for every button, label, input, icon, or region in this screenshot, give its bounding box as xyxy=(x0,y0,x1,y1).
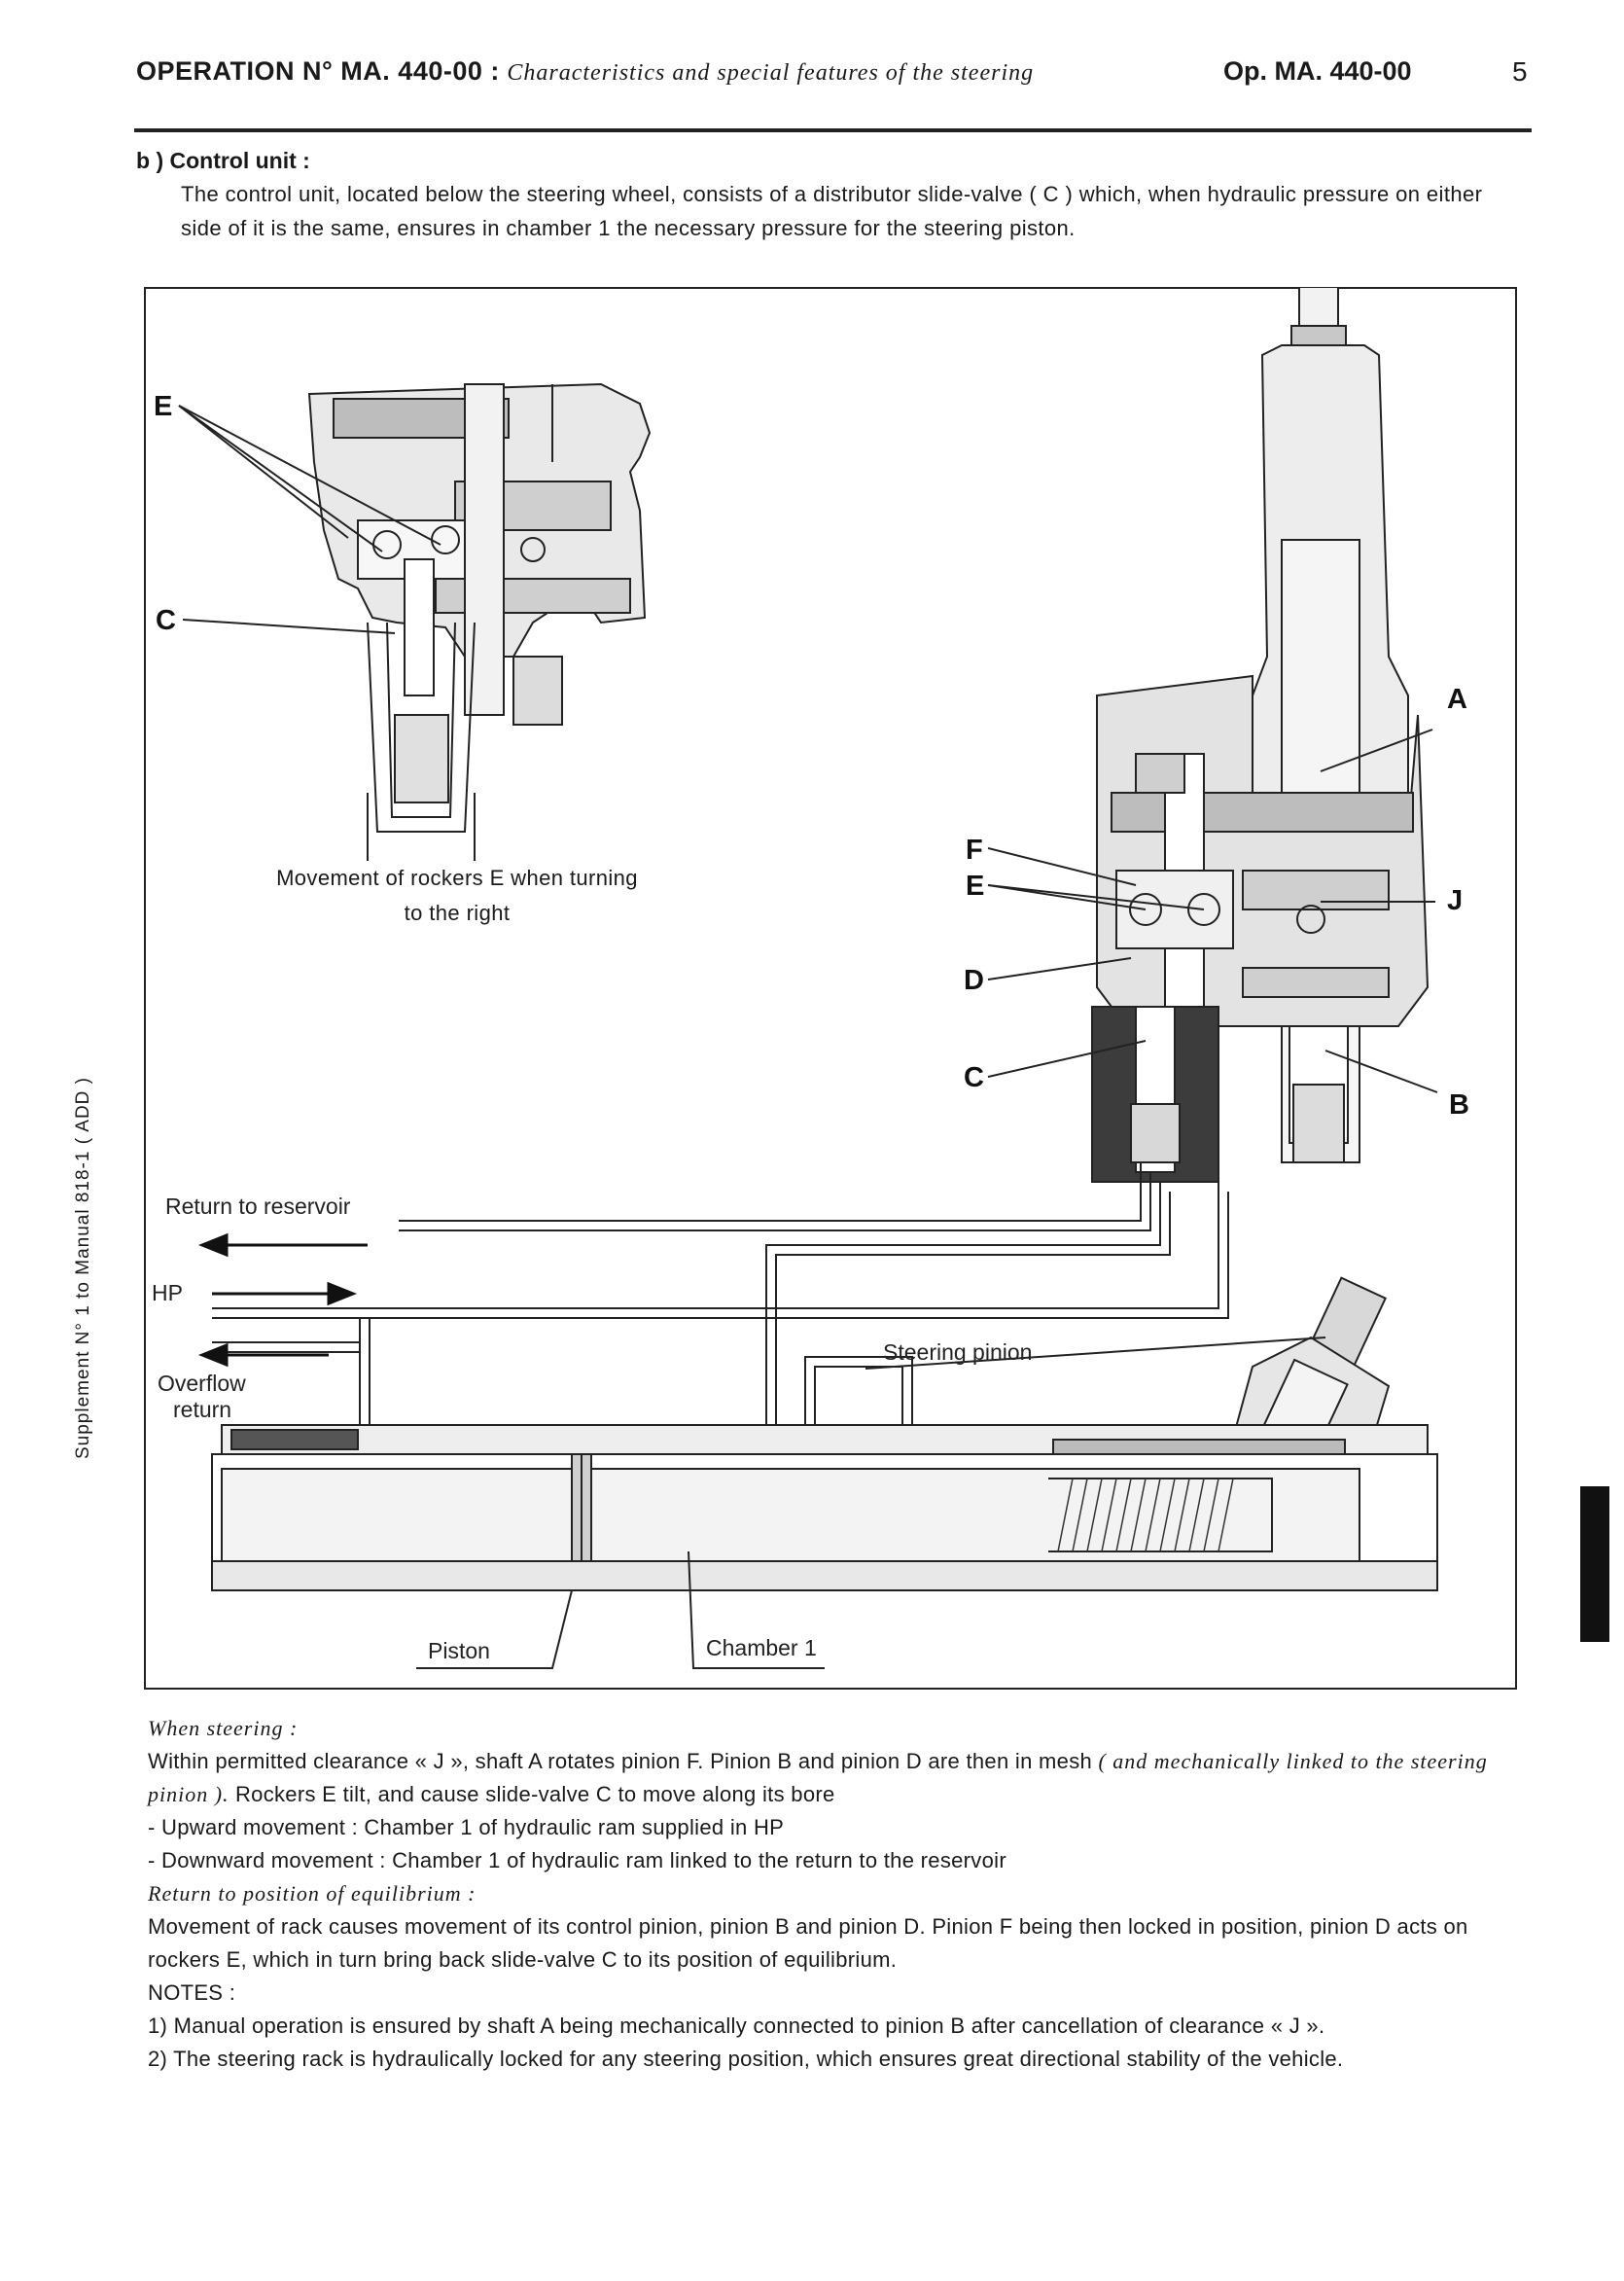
letter-d: D xyxy=(964,965,984,996)
note-2: 2) The steering rack is hydraulically lo… xyxy=(148,2047,1344,2071)
inset-letter-e: E xyxy=(154,391,172,422)
label-overflow: Overflow xyxy=(158,1371,246,1396)
rack-cylinder xyxy=(211,1424,1438,1591)
letter-c: C xyxy=(964,1062,984,1093)
section-heading: b ) Control unit : xyxy=(136,148,310,173)
downward-movement: - Downward movement : Chamber 1 of hydra… xyxy=(148,1848,1006,1872)
body-text: When steering : Within permitted clearan… xyxy=(148,1712,1529,2076)
letter-b: B xyxy=(1449,1089,1469,1121)
when-steering-paragraph: Within permitted clearance « J », shaft … xyxy=(148,1749,1488,1806)
main-control-unit xyxy=(1091,287,1430,1183)
label-steering-pinion: Steering pinion xyxy=(883,1339,1032,1365)
inset-letter-c: C xyxy=(156,605,176,636)
section-intro: The control unit, located below the stee… xyxy=(181,182,1483,240)
leader-chamber xyxy=(688,1550,825,1669)
note-1: 1) Manual operation is ensured by shaft … xyxy=(148,2014,1325,2038)
steering-diagram: E C A F E J D C B xyxy=(144,287,1517,1690)
inset-c-leader xyxy=(182,619,396,634)
sidebar-supplement-text: Supplement N° 1 to Manual 818-1 ( ADD ) xyxy=(73,1077,93,1459)
hydraulic-lines xyxy=(212,1162,1229,1454)
leader-piston xyxy=(416,1589,573,1669)
leader-c xyxy=(987,1040,1147,1078)
letter-a: A xyxy=(1447,684,1467,715)
leader-e-1 xyxy=(987,884,1147,910)
inset-e-leader-1 xyxy=(178,405,349,539)
flow-arrows xyxy=(197,1232,368,1368)
equilibrium-paragraph: Movement of rack causes movement of its … xyxy=(148,1914,1468,1972)
thumb-tab-marker xyxy=(1580,1486,1609,1642)
leader-d xyxy=(987,957,1132,980)
page-number: 5 xyxy=(1512,56,1528,87)
operation-number: OPERATION N° MA. 440-00 : xyxy=(136,56,500,86)
leader-steering-pinion xyxy=(865,1337,1326,1370)
leader-e-2 xyxy=(987,884,1205,910)
upward-movement: - Upward movement : Chamber 1 of hydraul… xyxy=(148,1815,785,1839)
leader-b xyxy=(1324,1050,1438,1093)
leader-a xyxy=(1320,729,1433,772)
letter-j: J xyxy=(1447,885,1463,916)
header-rule xyxy=(134,128,1532,132)
label-hp: HP xyxy=(152,1280,183,1305)
leader-f xyxy=(987,847,1137,886)
letter-f: F xyxy=(966,835,983,866)
label-chamber: Chamber 1 xyxy=(706,1635,817,1660)
inset-caption: Movement of rockers E when turning to th… xyxy=(276,866,638,925)
header-title: OPERATION N° MA. 440-00 : Characteristic… xyxy=(136,56,1034,87)
label-piston: Piston xyxy=(428,1638,490,1663)
label-return: return xyxy=(173,1397,231,1422)
equilibrium-heading: Return to position of equilibrium : xyxy=(148,1881,477,1906)
inset-control-unit xyxy=(307,382,652,861)
notes-heading: NOTES : xyxy=(148,1980,236,2005)
letter-e: E xyxy=(966,871,984,902)
inset-e-leader-3 xyxy=(178,405,441,546)
operation-reference: Op. MA. 440-00 xyxy=(1223,56,1412,86)
operation-subtitle: Characteristics and special features of … xyxy=(507,60,1035,86)
when-steering-heading: When steering : xyxy=(148,1716,299,1740)
label-return-to-reservoir: Return to reservoir xyxy=(165,1194,351,1219)
inset-e-leader-2 xyxy=(178,405,383,552)
